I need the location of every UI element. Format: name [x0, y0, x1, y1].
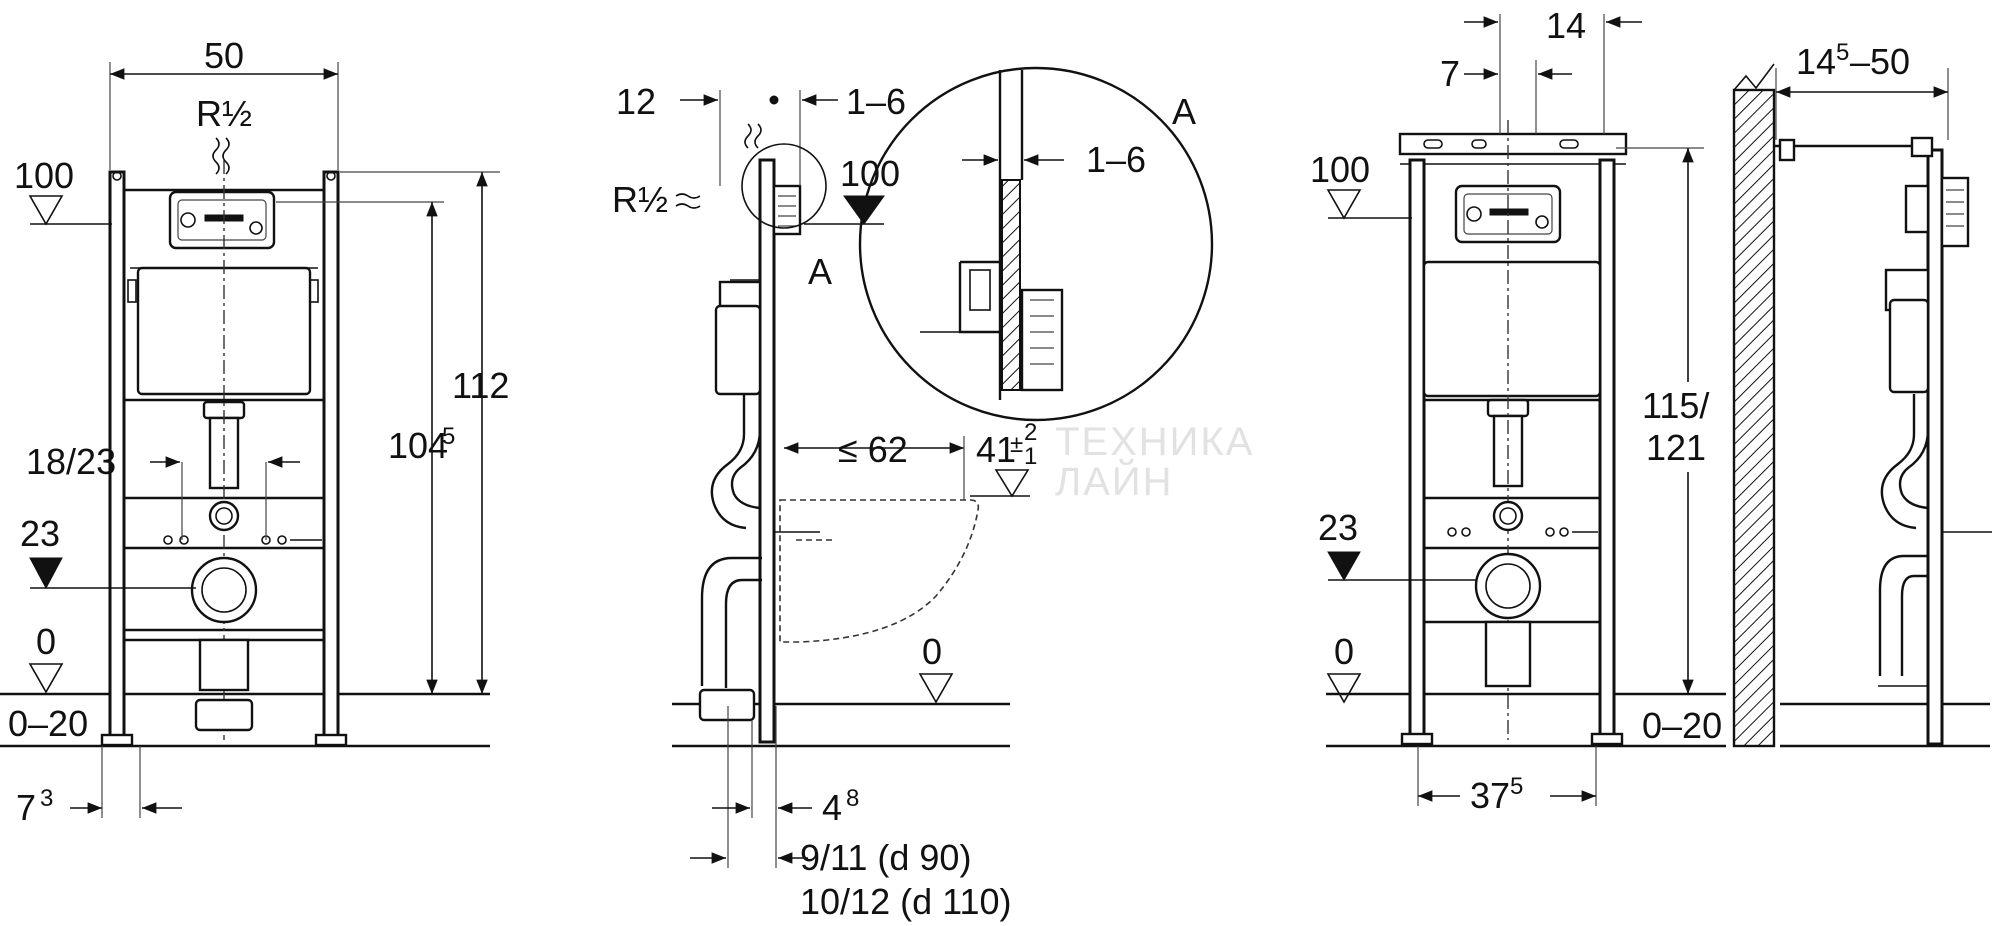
front2-level-23-label: 23: [1318, 507, 1358, 548]
front2-level-23-marker: [1327, 551, 1361, 582]
front-level-100-marker: [28, 195, 64, 226]
front2-offset-top-label: 14: [1546, 5, 1586, 46]
front-level-100-label: 100: [14, 155, 74, 196]
wall-section: [1732, 88, 1776, 748]
side-offset-b-label: 1–6: [846, 81, 906, 122]
front2-leg-width-label: 37: [1470, 775, 1510, 816]
side-offset-a-label: 12: [616, 81, 656, 122]
side-outlet-d90-label: 9/11 (d 90): [800, 837, 971, 878]
front-level-23-marker: [29, 557, 63, 590]
wall-depth-range-label: –50: [1850, 41, 1910, 82]
side-connection-label: R½: [612, 179, 668, 220]
front-flush-pipe-label: 18/23: [26, 441, 116, 482]
front-level-23-label: 23: [20, 513, 60, 554]
front2-cistern: [1422, 260, 1602, 398]
detail-a-circle: [858, 66, 1214, 422]
front2-height-label-a: 115/: [1642, 385, 1709, 426]
front2-level-0-label: 0: [1334, 631, 1354, 672]
front2-left-post: [1408, 158, 1426, 742]
side-level-0-label: 0: [922, 631, 942, 672]
front-leg-offset-label: 7: [16, 787, 36, 828]
side-bowl-height-label: 41: [976, 429, 1016, 470]
detail-a-block: [1020, 288, 1064, 392]
front2-floor-range-label: 0–20: [1642, 705, 1722, 746]
side-pipe-offset-label: 4: [822, 787, 842, 828]
front2-level-100-marker: [1326, 189, 1362, 220]
front-view-2: 14 7 100 23 0 115/ 121 0–20 37 5: [1310, 5, 1726, 816]
side-bowl-depth-label: ≤ 62: [838, 429, 908, 470]
side-flush-pipe: [710, 394, 747, 530]
front-height-104-sup: 5: [442, 423, 455, 450]
front-level-0-marker: [28, 663, 64, 694]
wall-view: 14 5 –50: [1732, 38, 1992, 748]
wall-depth-min-label: 14: [1796, 41, 1836, 82]
side-view: R½ 12 1–6 100 A ≤ 62 41 2 1 ± 0 4: [612, 81, 1037, 922]
side-outlet-d110-label: 10/12 (d 110): [800, 881, 1011, 922]
front2-right-post: [1598, 158, 1616, 742]
wall-depth-min-sup: 5: [1836, 39, 1849, 66]
detail-a-gap-label: 1–6: [1086, 139, 1146, 180]
front-width-label: 50: [204, 35, 244, 76]
side-cistern: [714, 304, 762, 396]
side-bowl-outline: [779, 499, 980, 643]
watermark-line2: ЛАЙН: [1055, 458, 1174, 504]
front2-top-rail: [1398, 132, 1628, 156]
front-right-foot: [314, 733, 348, 747]
front2-leg-width-sup: 5: [1510, 773, 1523, 800]
front-right-post: [322, 170, 340, 744]
watermark-line1: ТЕХНИКА: [1055, 420, 1254, 464]
wall-view-post: [1926, 148, 1944, 746]
front-height-104-label: 104: [388, 425, 448, 466]
front-connection-label: R½: [196, 93, 252, 134]
front-floor-range-label: 0–20: [8, 703, 88, 744]
detail-a: A 1–6: [858, 66, 1214, 422]
detail-a-label: A: [1172, 91, 1196, 132]
side-bowl-height-tol-minus: 1: [1024, 443, 1037, 470]
wall-view-cistern: [1888, 298, 1930, 394]
svg-text:±: ±: [1010, 431, 1023, 458]
front2-level-0-marker: [1326, 673, 1362, 704]
side-pipe-offset-sup: 8: [846, 785, 859, 812]
side-detail-circle: [741, 143, 827, 229]
front-left-foot: [100, 733, 134, 747]
side-detail-label: A: [808, 251, 832, 292]
watermark: ТЕХНИКА ЛАЙН: [1055, 420, 1254, 504]
front-height-112-label: 112: [452, 365, 509, 406]
side-level-0-marker: [918, 673, 954, 704]
side-bowl-height-tol-plus: 2: [1024, 419, 1037, 446]
front-leg-offset-sup: 3: [40, 785, 53, 812]
detail-a-wall-section: [1001, 179, 1021, 391]
front-view: 50 R½ 112 104 5 18/23 100 23 0 0–20 7 3: [0, 35, 509, 828]
front2-height-label-b: 121: [1646, 427, 1706, 468]
front-level-0-label: 0: [36, 621, 56, 662]
front2-offset-small-label: 7: [1440, 53, 1460, 94]
side-post: [758, 158, 776, 744]
front2-level-100-label: 100: [1310, 149, 1370, 190]
